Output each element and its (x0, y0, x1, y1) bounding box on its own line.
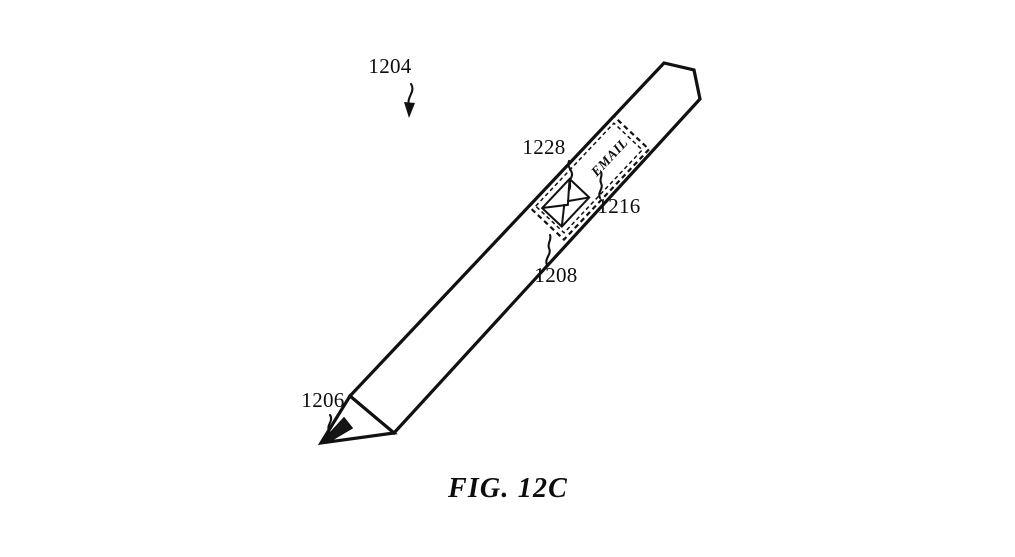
envelope-fold-right (566, 196, 590, 203)
reference-numerals: 1204 1228 1216 1208 1206 (301, 54, 640, 412)
ref-label-1216: 1216 (597, 194, 640, 218)
leader-1228 (567, 159, 574, 192)
ref-label-1228: 1228 (522, 135, 565, 159)
leader-1206 (326, 413, 333, 443)
leader-1204-arrowhead (404, 102, 415, 118)
figure-caption: FIG. 12C (447, 473, 568, 504)
leader-1216 (598, 170, 603, 200)
ref-label-1204: 1204 (368, 54, 411, 78)
leader-1208 (545, 233, 552, 267)
ref-label-1208: 1208 (534, 263, 577, 287)
envelope-fold-left (560, 204, 566, 227)
leader-lines (326, 82, 603, 443)
ref-label-1206: 1206 (301, 388, 344, 412)
display-region-dashed-boundary (527, 114, 651, 242)
envelope-body-rect (540, 177, 591, 228)
